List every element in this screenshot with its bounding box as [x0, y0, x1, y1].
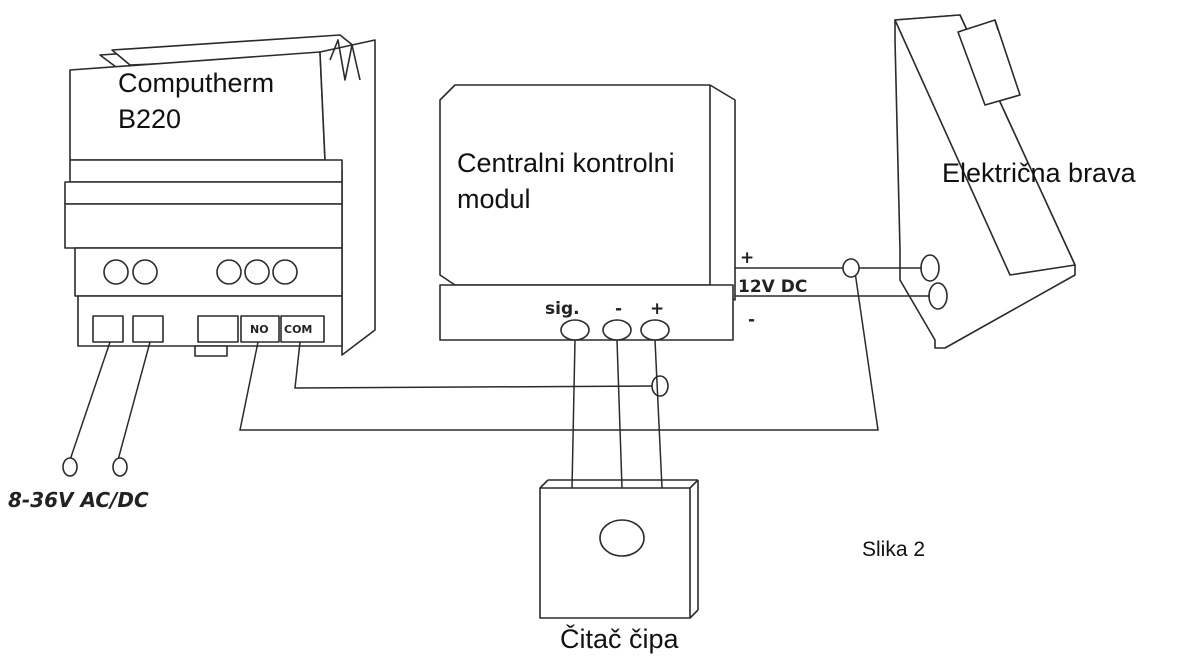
sig-terminal: [560, 319, 590, 341]
minus-terminal-label: -: [615, 299, 622, 319]
no-terminal-label: NO: [250, 323, 269, 336]
power-input-label: 8-36V AC/DC: [8, 488, 149, 512]
dc-junction: [842, 258, 860, 278]
thermostat-name-line2: B220: [118, 104, 181, 134]
dc-minus-label: -: [748, 310, 755, 330]
electric-lock: Električna brava: [894, 14, 1137, 349]
wiring: 8-36V AC/DC + 12V DC -: [8, 248, 930, 512]
module-name-line1: Centralni kontrolni: [457, 148, 675, 178]
computherm-b220-device: Computherm B220 NO COM: [64, 34, 376, 357]
thermostat-name-line1: Computherm: [118, 68, 274, 98]
sig-terminal-label: sig.: [545, 299, 580, 319]
figure-caption: Slika 2: [862, 538, 925, 561]
control-module: Centralni kontrolni modul sig. - +: [439, 84, 736, 341]
dc-voltage-label: 12V DC: [738, 277, 807, 297]
plus-terminal-label: +: [650, 299, 664, 319]
dc-plus-label: +: [740, 248, 754, 268]
module-name-line2: modul: [457, 184, 531, 214]
reader-label: Čitač čipa: [560, 623, 680, 654]
com-terminal-label: COM: [284, 323, 312, 336]
chip-reader: Čitač čipa: [539, 479, 699, 654]
minus-terminal: [602, 319, 632, 341]
lock-label: Električna brava: [942, 158, 1137, 188]
plus-terminal: [640, 319, 670, 341]
com-junction: [651, 375, 669, 397]
